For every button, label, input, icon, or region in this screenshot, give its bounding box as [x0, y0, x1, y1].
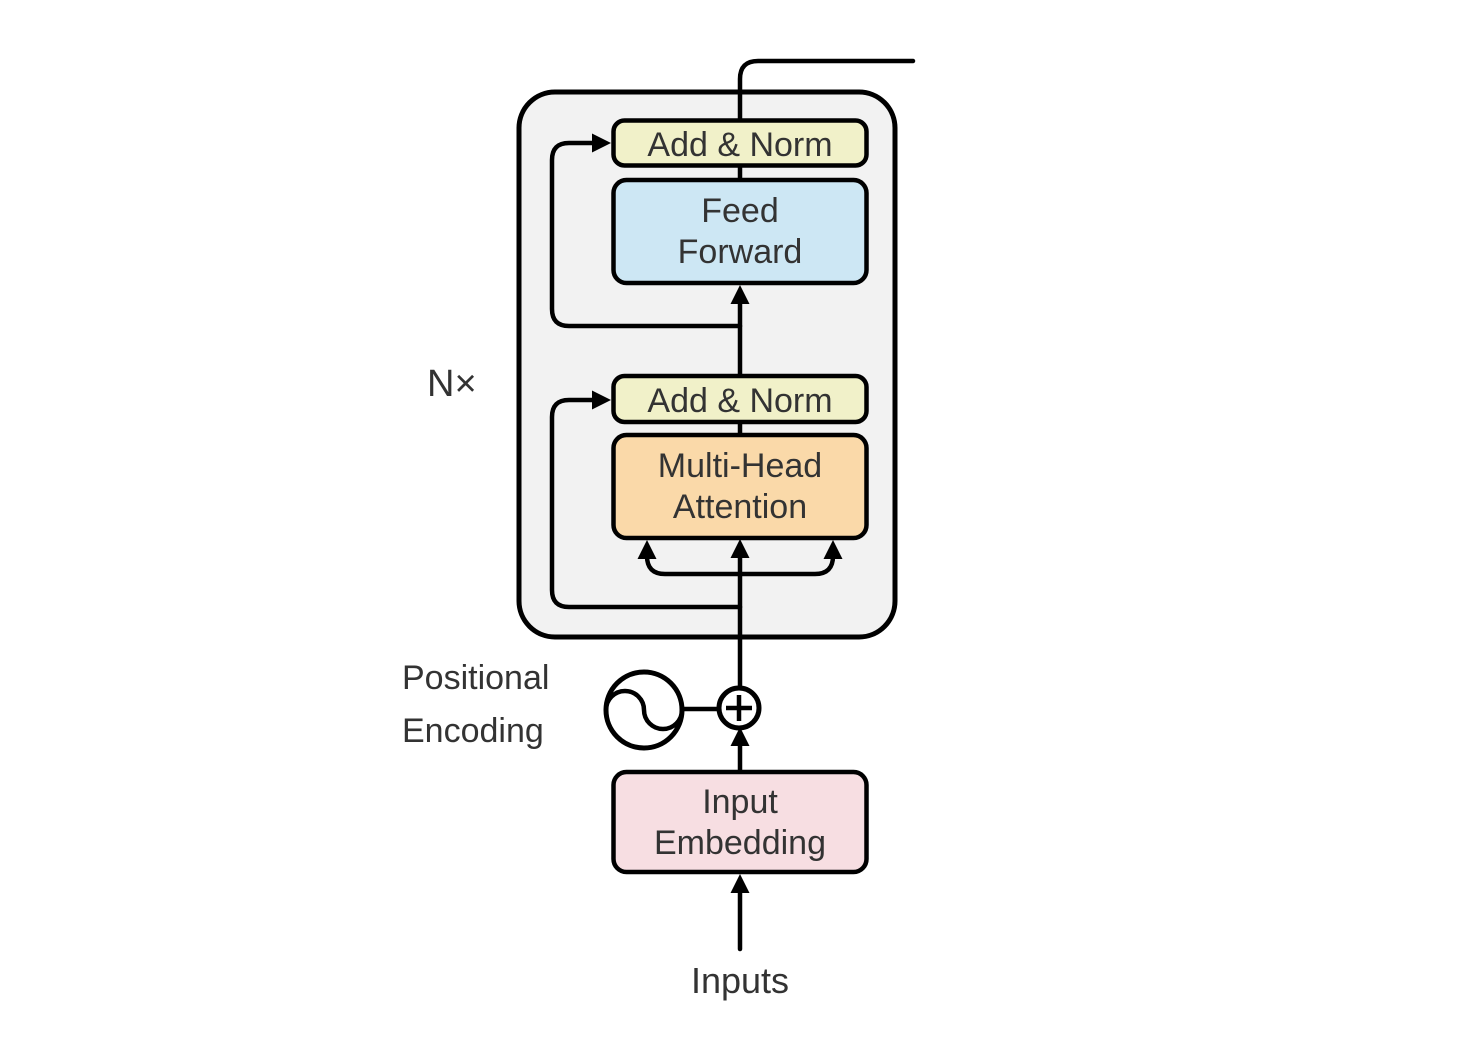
positional-encoding-label-line1: Positional [402, 659, 549, 697]
arrowhead-k-into-attention [823, 540, 843, 559]
encoder-output-line [737, 58, 916, 125]
inputs-label: Inputs [691, 960, 789, 1001]
add-norm-top-label: Add & Norm [647, 126, 832, 164]
arrowhead-v-into-attention [730, 539, 750, 558]
feed-forward-label-line1: Feed [701, 192, 779, 230]
sum-icon-plus [726, 695, 752, 721]
input-embedding-label-line2: Embedding [654, 824, 826, 862]
circled-plus-icon [716, 685, 762, 731]
arrowhead-into-addnorm-top [592, 133, 611, 153]
feed-forward-box [611, 177, 869, 286]
add-norm-bottom-label: Add & Norm [647, 382, 832, 420]
residual-connection-feedforward [549, 140, 743, 329]
multi-head-attention-label-line2: Attention [673, 488, 807, 526]
residual-connection-attention [549, 397, 743, 610]
attention-fork-right-branch [737, 553, 836, 577]
arrowhead-q-into-attention [637, 540, 657, 559]
input-embedding-box [611, 769, 869, 875]
multi-head-attention-label-line1: Multi-Head [658, 447, 822, 485]
arrowhead-into-sum [730, 727, 750, 746]
positional-encoding-label-line2: Encoding [402, 712, 544, 750]
n-times-label: N× [427, 363, 477, 405]
arrowhead-into-embedding [730, 874, 750, 893]
sine-icon-wave [603, 688, 685, 732]
attention-fork-left-branch [644, 553, 743, 577]
sine-wave-circle-icon [603, 669, 685, 751]
arrowhead-into-addnorm-bottom [592, 390, 611, 410]
add-norm-top-box [611, 118, 869, 168]
input-embedding-label-line1: Input [702, 783, 778, 821]
arrowhead-into-feedforward [730, 285, 750, 304]
feed-forward-label-line2: Forward [678, 233, 803, 271]
add-norm-bottom-box [611, 373, 869, 425]
multi-head-attention-box [611, 432, 869, 541]
